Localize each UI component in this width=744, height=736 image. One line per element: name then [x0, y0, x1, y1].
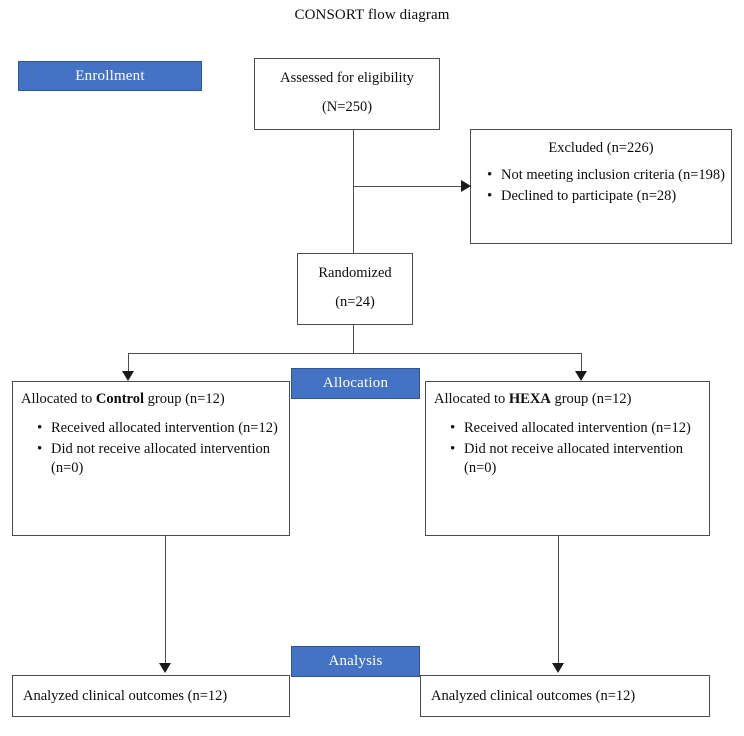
- allocation-right-heading-prefix: Allocated to: [434, 391, 509, 407]
- eligibility-line-1: Assessed for eligibility: [280, 70, 414, 86]
- allocation-left-list: Received allocated intervention (n=12) D…: [21, 419, 285, 478]
- allocation-right-heading: Allocated to HEXA group (n=12): [434, 390, 705, 409]
- allocation-right-group-name: HEXA: [508, 391, 551, 407]
- connector-randomized-down: [353, 325, 354, 353]
- connector-split-to-left-allocation: [128, 353, 129, 373]
- list-item: Received allocated intervention (n=12): [37, 419, 279, 438]
- stage-banner-allocation: Allocation: [291, 368, 420, 399]
- allocation-left-heading-suffix: group (n=12): [143, 391, 225, 407]
- allocation-left-heading-prefix: Allocated to: [21, 391, 96, 407]
- arrowhead-to-right-analysis: [552, 663, 564, 673]
- node-assessed-for-eligibility: Assessed for eligibility (N=250): [254, 58, 440, 130]
- node-allocation-control: Allocated to Control group (n=12) Receiv…: [12, 381, 290, 536]
- connector-right-allocation-to-analysis: [558, 536, 559, 665]
- arrowhead-to-left-allocation: [122, 371, 134, 381]
- stage-banner-analysis-label: Analysis: [328, 653, 383, 669]
- list-item: Did not receive allocated intervention (…: [450, 440, 699, 478]
- connector-eligibility-to-randomized: [353, 130, 354, 253]
- node-analysis-hexa: Analyzed clinical outcomes (n=12): [420, 675, 710, 717]
- allocation-right-heading-suffix: group (n=12): [550, 391, 632, 407]
- arrowhead-to-right-allocation: [575, 371, 587, 381]
- arrowhead-to-excluded: [461, 180, 471, 192]
- connector-split-to-right-allocation: [581, 353, 582, 373]
- allocation-left-heading: Allocated to Control group (n=12): [21, 390, 285, 409]
- connector-eligibility-to-excluded: [353, 186, 463, 187]
- arrowhead-to-left-analysis: [159, 663, 171, 673]
- stage-banner-enrollment-label: Enrollment: [75, 67, 145, 84]
- list-item: Did not receive allocated intervention (…: [37, 440, 279, 478]
- node-allocation-hexa: Allocated to HEXA group (n=12) Received …: [425, 381, 710, 536]
- analysis-left-text: Analyzed clinical outcomes (n=12): [23, 688, 228, 704]
- allocation-left-group-name: Control: [95, 391, 144, 407]
- node-randomized: Randomized (n=24): [297, 253, 413, 325]
- connector-allocation-split-bar: [128, 353, 581, 354]
- stage-banner-enrollment: Enrollment: [18, 61, 202, 91]
- list-item: Not meeting inclusion criteria (n=198): [487, 166, 725, 185]
- node-excluded: Excluded (n=226) Not meeting inclusion c…: [470, 129, 732, 244]
- excluded-heading: Excluded (n=226): [548, 140, 654, 156]
- stage-banner-allocation-label: Allocation: [322, 375, 389, 391]
- randomized-line-2: (n=24): [335, 294, 375, 310]
- allocation-right-list: Received allocated intervention (n=12) D…: [434, 419, 705, 478]
- eligibility-line-2: (N=250): [321, 99, 373, 115]
- analysis-right-text: Analyzed clinical outcomes (n=12): [431, 688, 636, 704]
- list-item: Received allocated intervention (n=12): [450, 419, 699, 438]
- node-analysis-control: Analyzed clinical outcomes (n=12): [12, 675, 290, 717]
- page-title: CONSORT flow diagram: [294, 7, 450, 23]
- randomized-line-1: Randomized: [318, 265, 392, 281]
- excluded-reason-list: Not meeting inclusion criteria (n=198) D…: [471, 166, 731, 206]
- list-item: Declined to participate (n=28): [487, 187, 725, 206]
- stage-banner-analysis: Analysis: [291, 646, 420, 677]
- connector-left-allocation-to-analysis: [165, 536, 166, 665]
